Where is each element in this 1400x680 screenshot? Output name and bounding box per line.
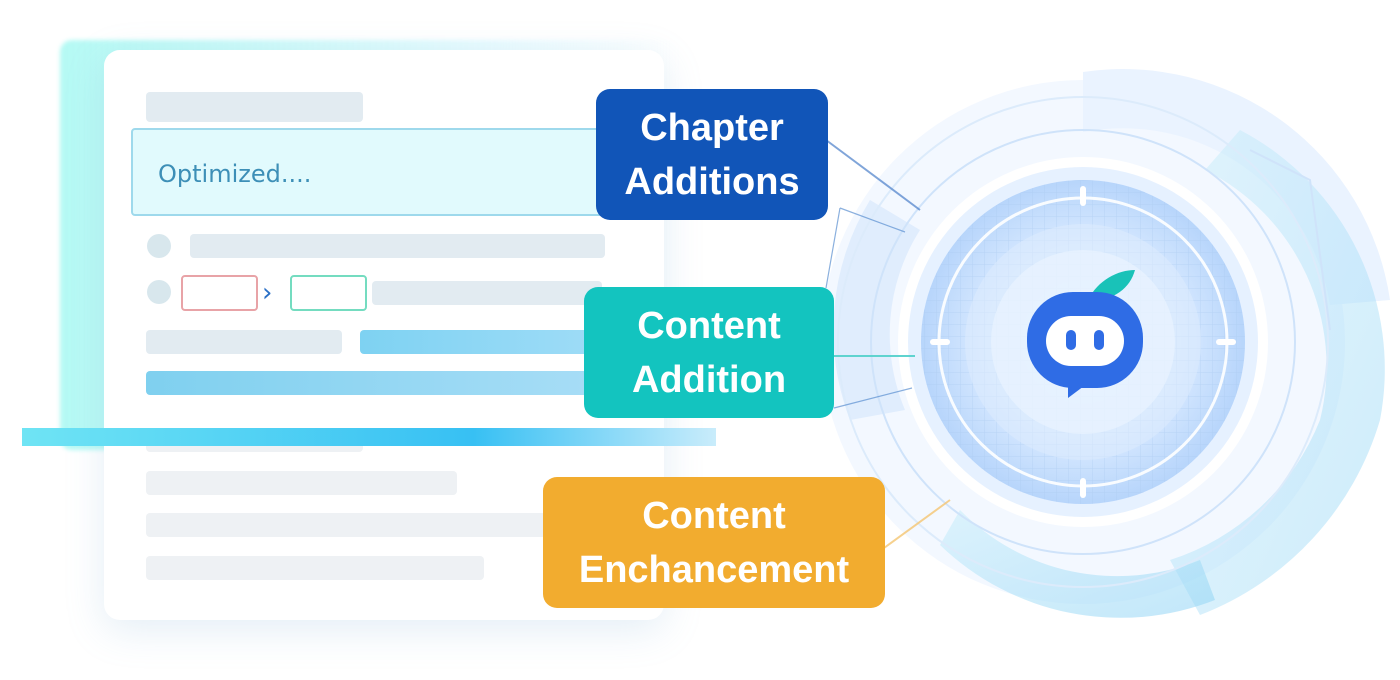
scan-line [22, 428, 716, 446]
label-line-1: Content [642, 494, 786, 537]
label-line-2: Addition [631, 358, 787, 401]
tick-bottom [1080, 478, 1086, 498]
tick-top [1080, 186, 1086, 206]
outline-ring-2 [870, 129, 1296, 555]
optimized-box [131, 128, 621, 216]
content-addition-label: Content Addition [584, 287, 834, 418]
line-placeholder [146, 556, 484, 580]
content-enhancement-label: Content Enchancement [543, 477, 885, 608]
line-placeholder [146, 513, 546, 537]
chapter-additions-label: Chapter Additions [596, 89, 828, 220]
bullet-dot [147, 280, 171, 304]
optimized-status-text: Optimized.... [158, 160, 312, 188]
line-placeholder [146, 471, 457, 495]
highlight-bar [360, 330, 600, 354]
bullet-dot [147, 234, 171, 258]
line-placeholder [146, 330, 342, 354]
line-placeholder [372, 281, 602, 305]
line-placeholder [190, 234, 605, 258]
tick-left [930, 339, 950, 345]
outer-arc-bottom [940, 510, 1215, 618]
tick-right [1216, 339, 1236, 345]
connector-chapter [825, 139, 921, 211]
connector-enhancement [883, 499, 951, 549]
outline-segment [1249, 149, 1331, 331]
chevron-right-icon: › [262, 278, 273, 308]
title-placeholder [146, 92, 363, 122]
revised-segment-box [290, 275, 367, 311]
label-line-2: Enchancement [578, 548, 850, 591]
chat-bot-icon [1027, 270, 1143, 398]
connector-frame [825, 207, 913, 409]
original-segment-box [181, 275, 258, 311]
outline-ring-1 [837, 96, 1329, 588]
label-line-2: Additions [624, 160, 800, 203]
label-line-1: Chapter [640, 106, 784, 149]
label-line-1: Content [637, 304, 781, 347]
outer-arc-right [1170, 130, 1385, 615]
highlight-bar [146, 371, 596, 395]
